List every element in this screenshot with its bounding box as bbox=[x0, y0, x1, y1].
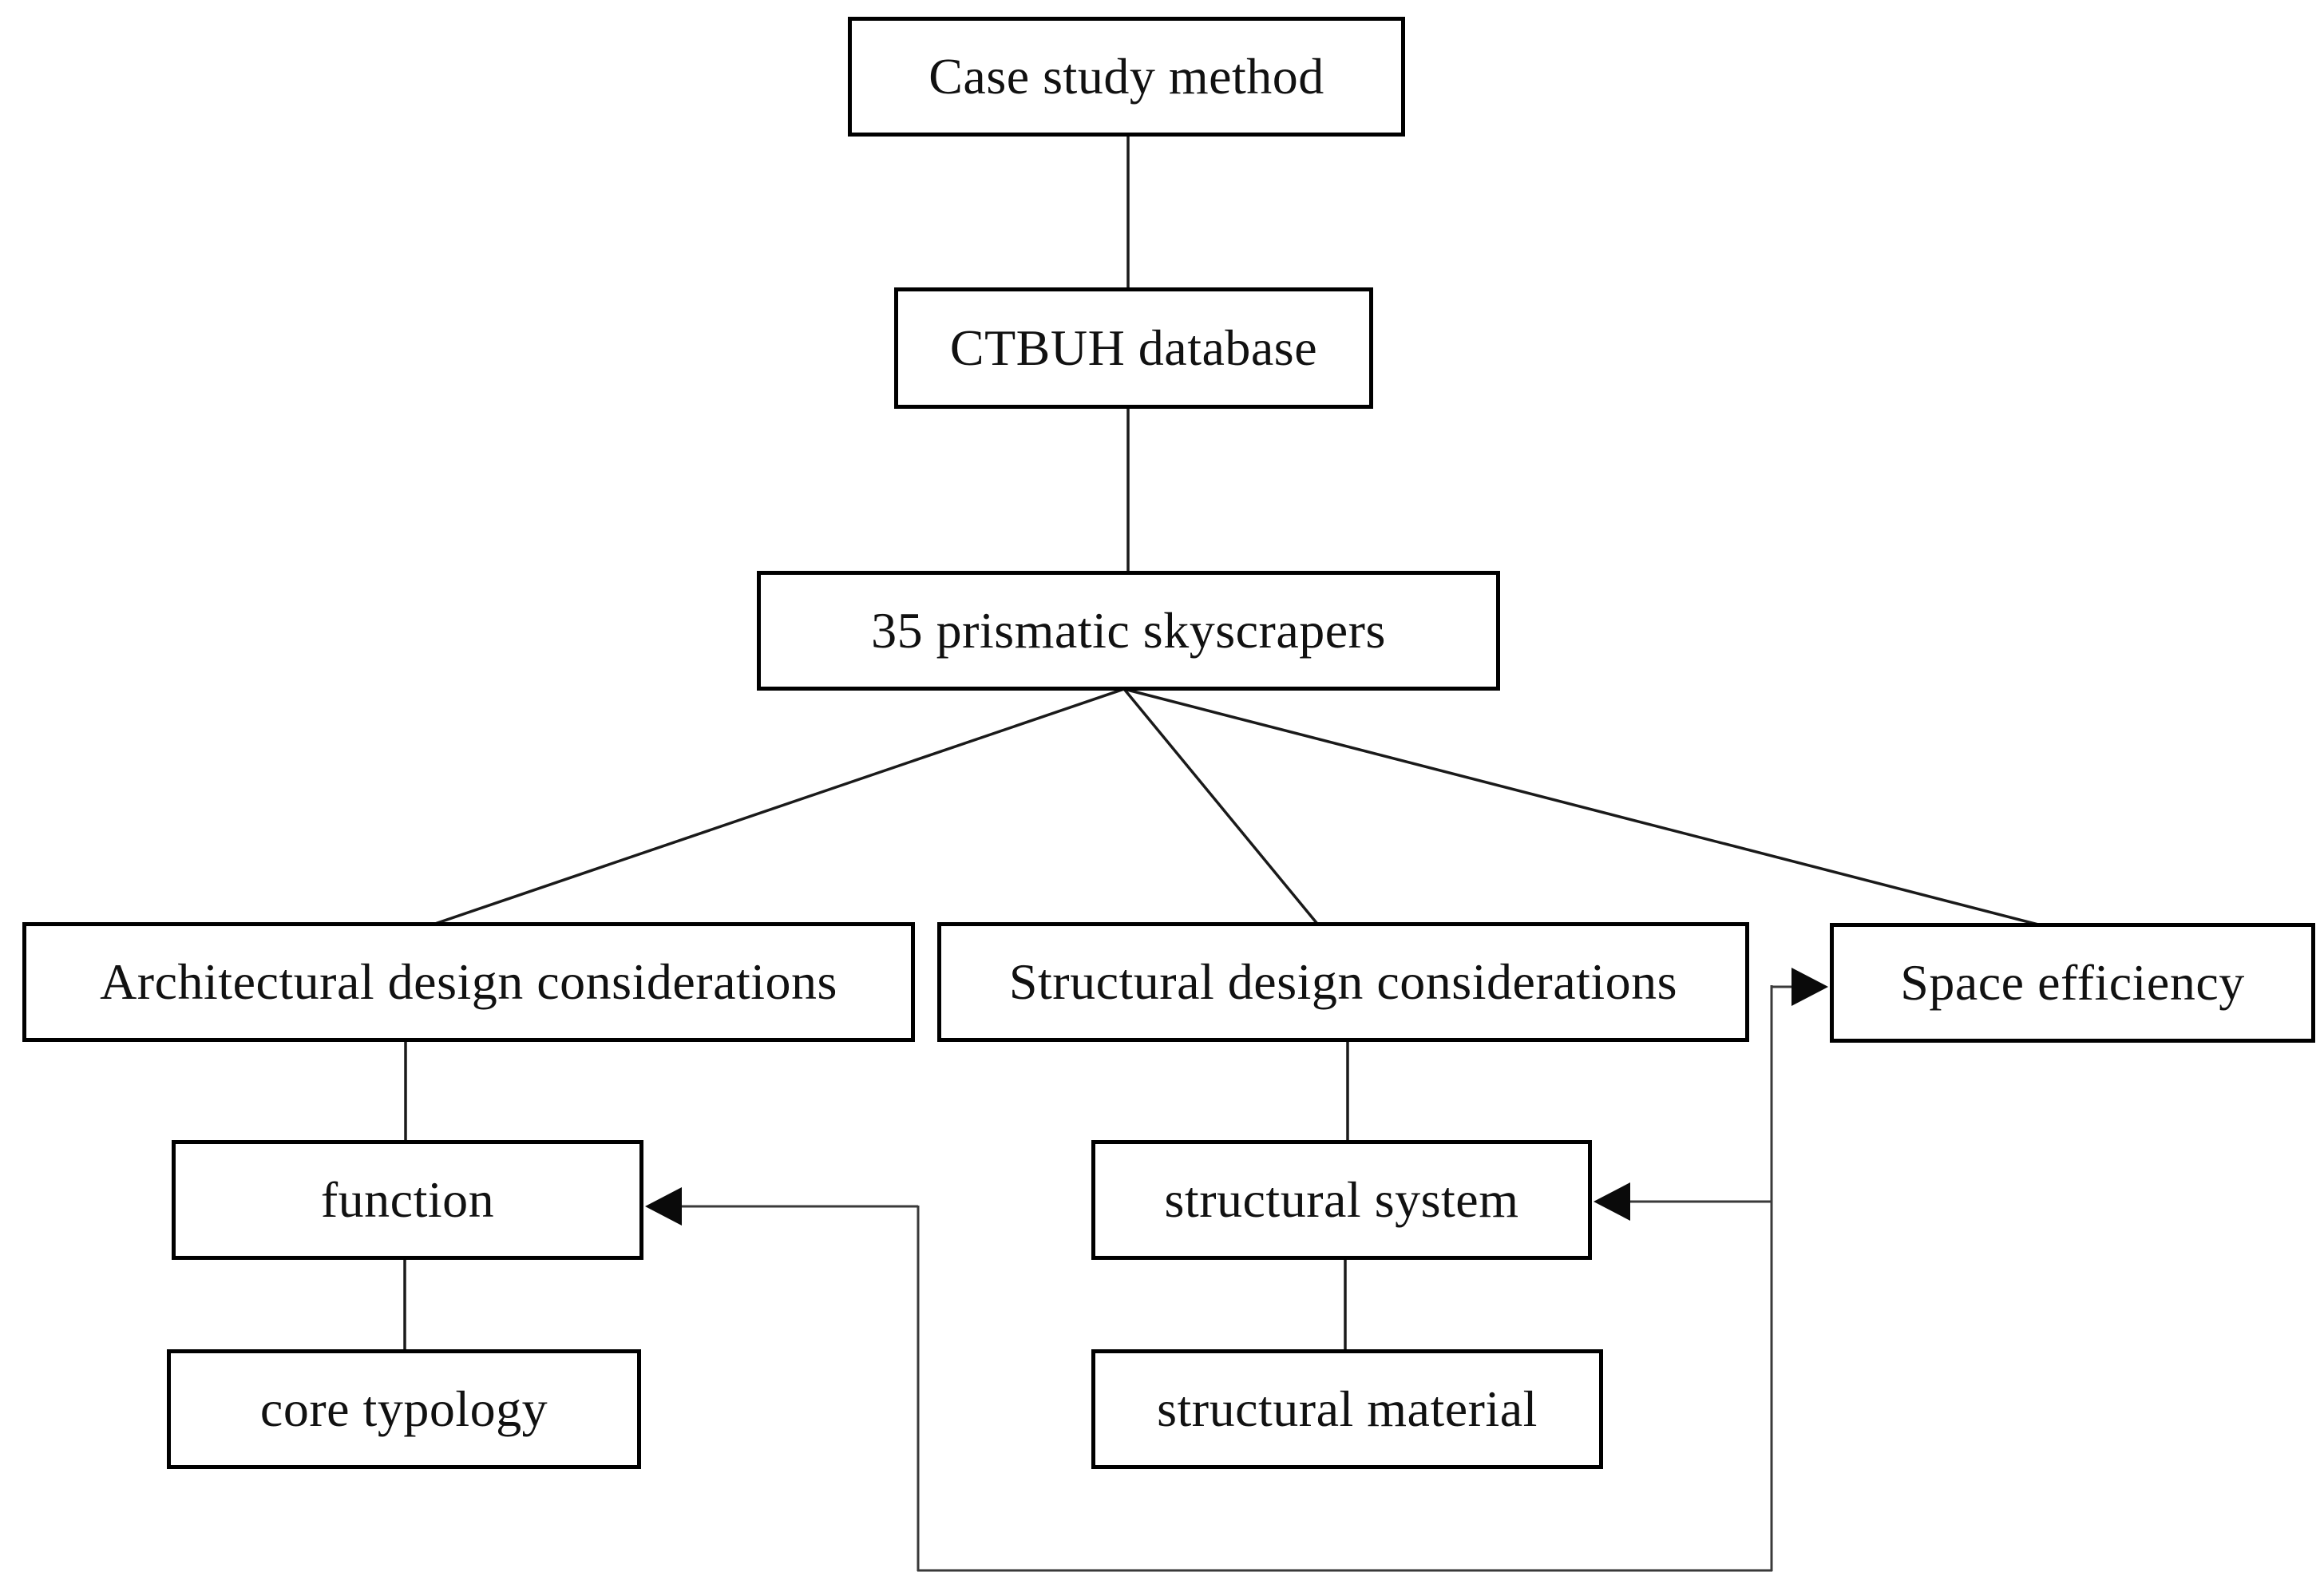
arrowhead-into-space-efficiency bbox=[1791, 968, 1828, 1006]
node-space-efficiency-label: Space efficiency bbox=[1900, 953, 2245, 1011]
node-core-typology: core typology bbox=[167, 1349, 641, 1469]
arrowhead-into-structural-system bbox=[1594, 1182, 1630, 1221]
node-ctbuh-database-label: CTBUH database bbox=[949, 319, 1318, 376]
node-35-prismatic-skyscrapers: 35 prismatic skyscrapers bbox=[757, 571, 1500, 691]
node-35-prismatic-skyscrapers-label: 35 prismatic skyscrapers bbox=[871, 601, 1386, 659]
node-structural-material-label: structural material bbox=[1157, 1380, 1538, 1437]
node-function-label: function bbox=[320, 1170, 495, 1228]
node-function: function bbox=[172, 1140, 643, 1260]
node-structural-system: structural system bbox=[1091, 1140, 1592, 1260]
node-ctbuh-database: CTBUH database bbox=[894, 287, 1373, 409]
node-structural-system-label: structural system bbox=[1164, 1170, 1519, 1228]
node-space-efficiency: Space efficiency bbox=[1830, 923, 2315, 1043]
node-architectural-design-considerations-label: Architectural design considerations bbox=[100, 952, 837, 1010]
edge-skyscrapers-to-architectural bbox=[434, 687, 1125, 925]
node-structural-design-considerations-label: Structural design considerations bbox=[1008, 952, 1678, 1010]
node-structural-design-considerations: Structural design considerations bbox=[937, 922, 1749, 1042]
node-case-study-method: Case study method bbox=[848, 17, 1405, 137]
node-architectural-design-considerations: Architectural design considerations bbox=[22, 922, 915, 1042]
arrowhead-into-function bbox=[645, 1187, 682, 1226]
edge-skyscrapers-to-space-efficiency bbox=[1123, 687, 2039, 926]
edge-skyscrapers-to-structural bbox=[1122, 687, 1319, 925]
node-structural-material: structural material bbox=[1091, 1349, 1603, 1469]
node-core-typology-label: core typology bbox=[259, 1380, 548, 1437]
node-case-study-method-label: Case study method bbox=[928, 47, 1324, 105]
